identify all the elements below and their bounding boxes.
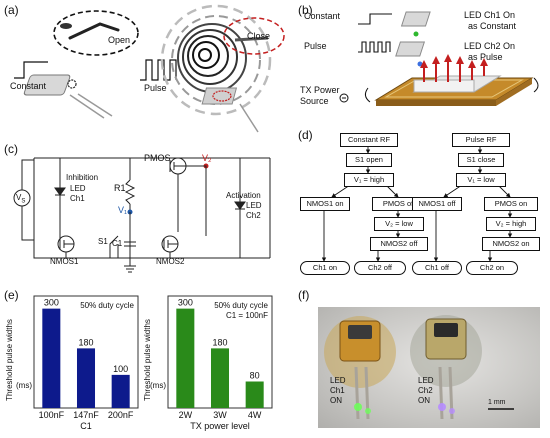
f-led2-line1: LED	[418, 376, 434, 385]
v2-label: V₂	[202, 153, 212, 163]
chart-1-bar-0	[176, 308, 195, 408]
tx-label-line1: TX Power	[300, 85, 340, 95]
flow-right-box-7: Ch1 off	[412, 261, 462, 275]
flow-right-box-1: S1 close	[458, 153, 504, 167]
tx-power-illustration	[339, 11, 539, 106]
chart-0-tick-label-2: 200nF	[108, 410, 134, 420]
flow-left-box-2: V₁ = high	[344, 173, 394, 187]
flow-left-box-5: V₂ = low	[374, 217, 424, 231]
chart-1-tick-label-1: 3W	[213, 410, 227, 420]
led2-on-label: LED Ch2 On	[464, 41, 516, 51]
led-devices-drawing	[324, 315, 514, 420]
magnetic-switch-illustration	[14, 4, 285, 133]
flow-right-box-0: Pulse RF	[452, 133, 510, 147]
chart-0-title: 50% duty cycle	[80, 301, 134, 310]
v1-label: V₁	[118, 205, 128, 215]
chart-1-ylabel-unit: (ms)	[150, 381, 166, 390]
nmos1-label: NMOS1	[50, 257, 79, 266]
f-led1-line2: Ch1	[330, 386, 345, 395]
flow-left-box-6: NMOS2 off	[370, 237, 428, 251]
f-led1-line3: ON	[330, 396, 342, 405]
led-ch2-led-label: LED	[246, 201, 262, 210]
flow-right-box-6: NMOS2 on	[482, 237, 540, 251]
chart-0-ylabel-unit: (ms)	[16, 381, 32, 390]
chart-1-title: 50% duty cycle	[214, 301, 268, 310]
scale-bar-label: 1 mm	[488, 399, 506, 406]
panel-label-b: (b)	[298, 3, 313, 17]
led-device-photo: LED Ch1 ON LED Ch2 ON 1 mm	[318, 307, 540, 428]
nmos2-label: NMOS2	[156, 257, 185, 266]
led1-on-label: LED Ch1 On	[464, 10, 516, 20]
chart-0-value-label-1: 180	[78, 337, 93, 347]
vs-label: VS	[16, 193, 26, 205]
chart-1-value-label-2: 80	[250, 371, 260, 381]
panel-a-illustration: Open Close Constant Pulse	[0, 0, 295, 140]
activation-label: Activation	[226, 191, 261, 200]
c1-label: C1	[112, 239, 123, 248]
chart-1-value-label-1: 180	[212, 337, 227, 347]
chart-1-bar-2	[245, 381, 264, 408]
b-constant-label: Constant	[304, 11, 341, 21]
flow-left-box-0: Constant RF	[340, 133, 398, 147]
chart-1-ylabel: Threshold pulse widths	[143, 319, 152, 401]
panel-c-circuit: PMOS V₂ R1 V₁ VS Inhibition LED Ch1 Acti…	[0, 140, 292, 285]
led1-constant-label: as Constant	[468, 21, 517, 31]
chart-0-tick-label-1: 147nF	[73, 410, 99, 420]
chart-1-tick-label-0: 2W	[179, 410, 193, 420]
panel-label-f: (f)	[298, 288, 310, 302]
pmos-label: PMOS	[144, 153, 171, 163]
s1-label: S1	[98, 237, 108, 246]
chart-1-value-label-0: 300	[178, 298, 193, 308]
f-led1-line1: LED	[330, 376, 346, 385]
open-label: Open	[108, 35, 131, 45]
f-led2-line3: ON	[418, 396, 430, 405]
chart-0-bar-2	[111, 374, 130, 408]
flow-left-box-7: Ch1 on	[300, 261, 350, 275]
flow-right-box-8: Ch2 on	[466, 261, 518, 275]
flowchart-arrows	[321, 145, 513, 262]
flow-left-box-1: S1 open	[346, 153, 392, 167]
flow-right-box-3: NMOS1 off	[412, 197, 462, 211]
chart-1-bar-1	[210, 348, 230, 408]
chart-0-bar-0	[42, 308, 61, 408]
chart-0-value-label-0: 300	[44, 298, 59, 308]
r1-label: R1	[114, 183, 126, 193]
circuit-schematic	[13, 157, 271, 273]
panel-label-e: (e)	[4, 288, 19, 302]
chart-1-tick-label-2: 4W	[248, 410, 262, 420]
constant-label: Constant	[10, 81, 47, 91]
led2-pulse-label: as Pulse	[468, 52, 503, 62]
tx-label-line2: Source	[300, 96, 329, 106]
flow-left-box-3: NMOS1 on	[300, 197, 350, 211]
chart-0-value-label-2: 100	[113, 364, 128, 374]
panel-label-c: (c)	[4, 142, 18, 156]
led-ch2-label: Ch2	[246, 211, 261, 220]
f-led2-line2: Ch2	[418, 386, 433, 395]
pulse-label: Pulse	[144, 83, 167, 93]
chart-0-tick-label-0: 100nF	[39, 410, 65, 420]
chart-0-ylabel: Threshold pulse widths	[5, 319, 14, 401]
chart-1-xlabel: TX power level	[190, 421, 250, 431]
flow-right-box-4: PMOS on	[484, 197, 538, 211]
b-pulse-label: Pulse	[304, 41, 327, 51]
flow-left-box-8: Ch2 off	[354, 261, 406, 275]
chart-0-bar-1	[76, 348, 96, 408]
chart-1-subtitle: C1 = 100nF	[226, 311, 268, 320]
close-label: Close	[247, 31, 271, 41]
flow-right-box-5: V₂ = high	[486, 217, 536, 231]
panel-label-a: (a)	[4, 3, 19, 17]
panel-b-illustration: Constant Pulse LED Ch1 On as Constant LE…	[296, 0, 550, 126]
panel-label-d: (d)	[298, 128, 313, 142]
led-ch1-led-label: LED	[70, 184, 86, 193]
led-ch1-label: Ch1	[70, 194, 85, 203]
inhibition-label: Inhibition	[66, 173, 99, 182]
chart-0-xlabel: C1	[80, 421, 92, 431]
flow-right-box-2: V₁ = low	[456, 173, 506, 187]
